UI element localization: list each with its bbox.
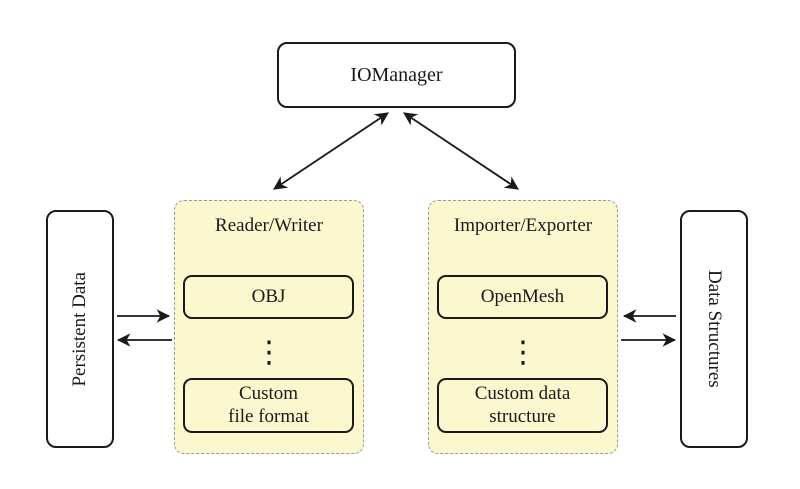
node-openmesh: OpenMesh [437, 275, 608, 319]
panel-reader-writer: Reader/Writer OBJ ⋮ Custom file format [174, 200, 364, 454]
custom-data-structure-line2: structure [489, 405, 556, 427]
data-structures-label: Data Structures [704, 270, 725, 388]
reader-writer-title: Reader/Writer [215, 215, 323, 236]
node-custom-data-structure: Custom data structure [437, 378, 608, 433]
arrow-iomanager-reader-writer [273, 112, 389, 190]
custom-data-structure-line1: Custom data [474, 383, 571, 405]
vertical-ellipsis: ⋮ [254, 334, 284, 370]
vertical-ellipsis: ⋮ [508, 334, 538, 370]
arrow-iomanager-importer-exporter [403, 112, 519, 190]
node-custom-file-format: Custom file format [183, 378, 354, 433]
panel-importer-exporter: Importer/Exporter OpenMesh ⋮ Custom data… [428, 200, 618, 454]
node-obj: OBJ [183, 275, 354, 319]
node-persistent-data: Persistent Data [46, 210, 114, 448]
iomanager-label: IOManager [350, 63, 443, 86]
obj-label: OBJ [251, 285, 286, 307]
persistent-data-label: Persistent Data [69, 271, 90, 387]
importer-exporter-title: Importer/Exporter [453, 215, 593, 236]
openmesh-label: OpenMesh [480, 285, 565, 307]
custom-file-format-line1: Custom [238, 383, 299, 405]
node-iomanager: IOManager [277, 42, 516, 108]
custom-file-format-line2: file format [228, 405, 309, 427]
node-data-structures: Data Structures [680, 210, 748, 448]
